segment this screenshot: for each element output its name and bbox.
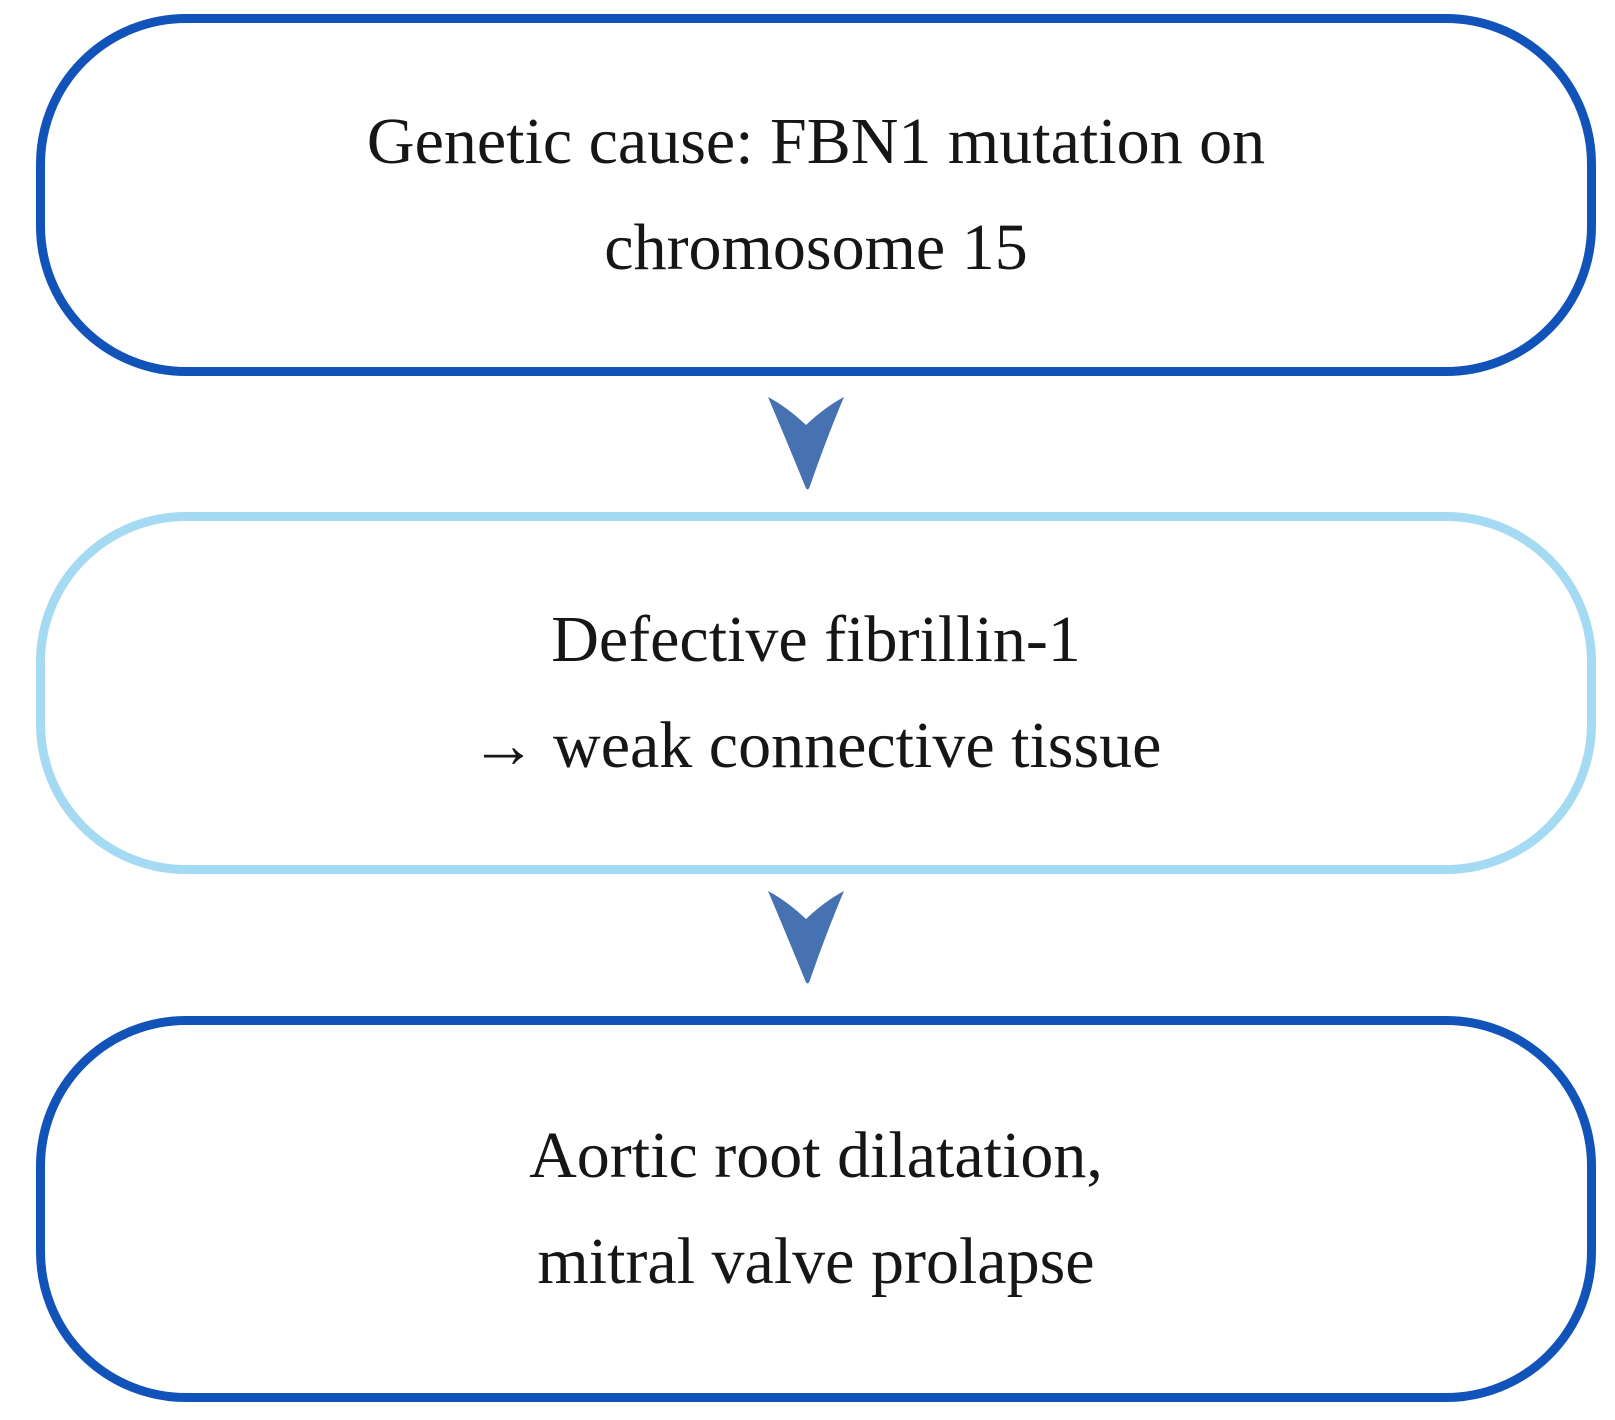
node-text-line: → weak connective tissue — [470, 709, 1162, 782]
node-text-line: Genetic cause: FBN1 mutation on — [366, 105, 1266, 178]
flowchart-node-defective-fibrillin: Defective fibrillin-1 → weak connective … — [36, 512, 1596, 874]
down-arrow-icon — [768, 397, 844, 490]
node-text-line: mitral valve prolapse — [537, 1225, 1095, 1298]
node-text-line: Defective fibrillin-1 — [551, 603, 1081, 676]
flowchart-node-cardiac-outcomes: Aortic root dilatation, mitral valve pro… — [36, 1016, 1596, 1402]
flowchart-node-genetic-cause: Genetic cause: FBN1 mutation on chromoso… — [36, 14, 1596, 376]
down-arrow-icon — [768, 891, 844, 984]
node-text-line: Aortic root dilatation, — [529, 1119, 1103, 1192]
node-text-line: chromosome 15 — [604, 211, 1028, 284]
